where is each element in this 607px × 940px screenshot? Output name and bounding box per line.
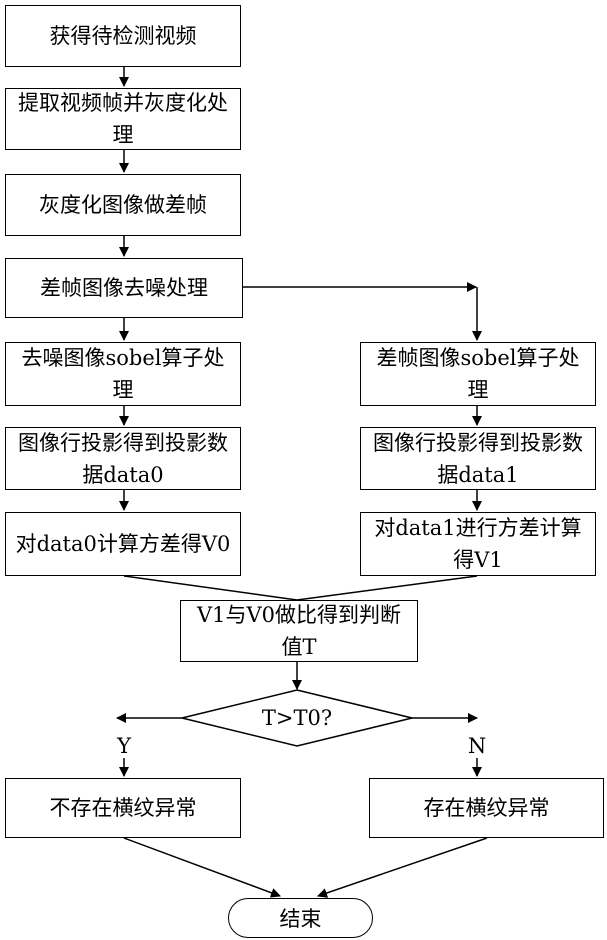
end-terminal: 结束 xyxy=(228,898,373,938)
step-frame-difference-label: 灰度化图像做差帧 xyxy=(39,189,207,221)
arrow-right-end xyxy=(318,838,487,896)
step-left-variance: 对data0计算方差得V0 xyxy=(5,512,241,576)
step-right-sobel: 差帧图像sobel算子处理 xyxy=(360,342,596,406)
step-right-variance-label: 对data1进行方差计算得V1 xyxy=(367,512,589,576)
step-right-sobel-label: 差帧图像sobel算子处理 xyxy=(367,342,589,406)
step-right-projection: 图像行投影得到投影数据data1 xyxy=(360,427,596,490)
result-anomaly: 存在横纹异常 xyxy=(369,778,604,838)
step-ratio: V1与V0做比得到判断值T xyxy=(180,600,418,662)
result-anomaly-label: 存在横纹异常 xyxy=(424,792,550,824)
line-r3-merge xyxy=(297,576,477,600)
arrow-left-end xyxy=(124,838,280,896)
step-right-variance: 对data1进行方差计算得V1 xyxy=(360,512,596,576)
step-left-sobel: 去噪图像sobel算子处理 xyxy=(5,342,241,406)
step-right-projection-label: 图像行投影得到投影数据data1 xyxy=(367,427,589,491)
step-frame-difference: 灰度化图像做差帧 xyxy=(5,174,241,236)
step-left-projection: 图像行投影得到投影数据data0 xyxy=(5,427,241,490)
step-get-video: 获得待检测视频 xyxy=(5,5,241,67)
branch-yes-label: Y xyxy=(110,733,138,759)
step-extract-frames: 提取视频帧并灰度化处理 xyxy=(5,88,241,150)
step-denoise: 差帧图像去噪处理 xyxy=(5,258,243,318)
result-no-anomaly-label: 不存在横纹异常 xyxy=(50,792,197,824)
step-left-sobel-label: 去噪图像sobel算子处理 xyxy=(12,342,234,406)
decision-label: T>T0? xyxy=(247,704,347,732)
step-left-projection-label: 图像行投影得到投影数据data0 xyxy=(12,427,234,491)
step-ratio-label: V1与V0做比得到判断值T xyxy=(187,599,411,663)
result-no-anomaly: 不存在横纹异常 xyxy=(5,778,241,838)
line-l3-merge xyxy=(124,576,297,600)
step-extract-frames-label: 提取视频帧并灰度化处理 xyxy=(12,87,234,151)
step-left-variance-label: 对data0计算方差得V0 xyxy=(16,528,231,560)
end-terminal-label: 结束 xyxy=(280,903,322,933)
branch-no-label: N xyxy=(463,733,491,759)
step-denoise-label: 差帧图像去噪处理 xyxy=(40,272,208,304)
step-get-video-label: 获得待检测视频 xyxy=(50,20,197,52)
